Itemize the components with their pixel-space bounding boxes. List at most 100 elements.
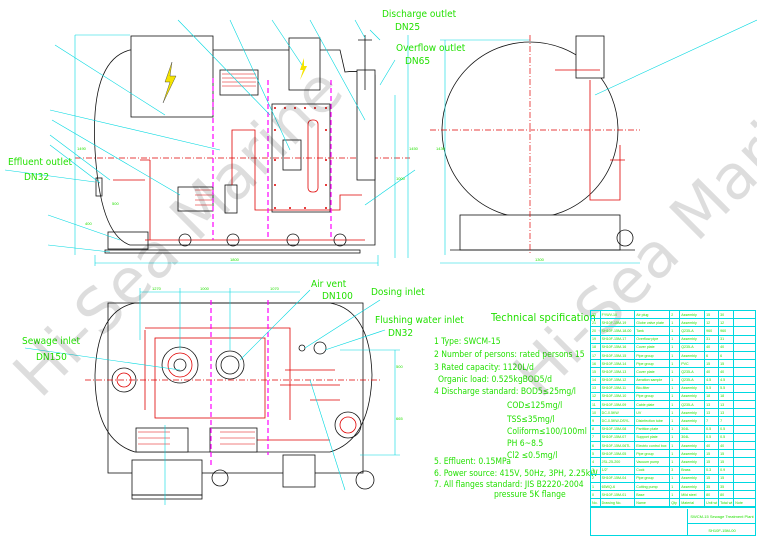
- parts-cell: 4: [590, 457, 601, 467]
- parts-cell: Q235-A: [679, 342, 706, 352]
- parts-cell: 80: [704, 490, 720, 500]
- side-view: 1300 1430: [430, 19, 757, 264]
- spec-line: 1 Type: SWCM-15: [434, 337, 501, 347]
- parts-cell: [733, 457, 756, 467]
- parts-cell: 13: [590, 383, 601, 393]
- parts-cell: 304L: [679, 432, 706, 443]
- parts-cell: Assembly: [679, 350, 706, 361]
- parts-cell: SH10F-15M-06TL: [599, 440, 636, 451]
- parts-cell: Bio-filter: [634, 383, 671, 393]
- parts-cell: [733, 350, 756, 361]
- parts-cell: 960: [704, 326, 720, 336]
- parts-cell: 0: [590, 490, 601, 500]
- parts-cell: 40: [718, 342, 735, 352]
- parts-cell: Assembly: [679, 457, 706, 467]
- parts-cell: Q235-A: [679, 375, 706, 385]
- label-effluent-outlet-dn: DN32: [24, 172, 49, 183]
- parts-cell: 13: [704, 400, 720, 410]
- parts-cell: 16: [590, 359, 601, 369]
- parts-cell: Brass: [679, 465, 706, 475]
- parts-cell: 1: [669, 416, 681, 426]
- parts-cell: SH10F-15M-18-00: [599, 326, 636, 336]
- parts-cell: 1: [669, 375, 681, 385]
- parts-cell: 11: [590, 400, 601, 410]
- label-overflow-outlet: Overflow outlet: [396, 43, 466, 54]
- spec-line: 5. Effluent: 0.15MPa: [434, 457, 511, 467]
- parts-cell: [733, 416, 756, 426]
- parts-cell: SH10F-15M-07: [599, 432, 636, 443]
- parts-cell: 1: [590, 481, 601, 492]
- parts-cell: Assembly: [679, 440, 706, 451]
- parts-cell: 21: [590, 318, 601, 328]
- parts-cell: 3: [590, 465, 601, 475]
- parts-cell: 0.5: [718, 432, 735, 443]
- dim-side-width: 1300: [535, 257, 545, 262]
- sight-glass: [307, 119, 319, 193]
- parts-cell: 4.5: [704, 375, 720, 385]
- parts-cell: Assembly: [679, 416, 706, 426]
- parts-cell: Assembly: [679, 408, 706, 418]
- parts-cell: 14: [590, 375, 601, 385]
- parts-cell: 40: [718, 367, 735, 377]
- parts-cell: Globe valve plate: [634, 318, 671, 328]
- parts-cell: 15: [704, 473, 720, 483]
- parts-cell: 15: [590, 367, 601, 377]
- top-cover: [154, 337, 266, 419]
- parts-cell: 1: [669, 490, 681, 500]
- parts-cell: 1: [669, 424, 681, 434]
- parts-cell: 18: [590, 342, 601, 352]
- plan-pump-box: [131, 459, 203, 496]
- drawing-number: SH10F-15M-00: [687, 524, 756, 536]
- parts-cell: SH10F-15M-05: [599, 449, 636, 459]
- label-flushing-water-inlet: Flushing water inlet: [375, 315, 464, 326]
- parts-cell: 1: [669, 318, 681, 328]
- parts-cell: UV: [634, 408, 671, 418]
- parts-cell: 8: [590, 424, 601, 434]
- parts-cell: Cock: [634, 465, 671, 475]
- parts-cell: 17: [590, 350, 601, 361]
- parts-cell: 1: [669, 350, 681, 361]
- parts-cell: 1: [669, 449, 681, 459]
- parts-cell: [733, 359, 756, 369]
- parts-cell: 0.9: [718, 465, 735, 475]
- parts-cell: FYWV-10: [599, 309, 636, 320]
- parts-cell: Assembly: [679, 391, 706, 402]
- parts-cell: Assembly: [679, 481, 706, 492]
- parts-cell: [733, 449, 756, 459]
- parts-cell: PVC: [679, 359, 706, 369]
- parts-cell: Assembly: [679, 473, 706, 483]
- label-discharge-outlet: Discharge outlet: [382, 9, 457, 20]
- spec-line: 2 Number of persons: rated persons 15: [434, 350, 585, 360]
- parts-cell: DC-0.5KW: [599, 408, 636, 418]
- parts-cell: Tank: [634, 326, 671, 336]
- plan-motor-2: [209, 427, 258, 453]
- plan-motor-1: [135, 427, 189, 453]
- dim-front-length: 1800: [230, 257, 240, 262]
- parts-cell: Base: [634, 490, 671, 500]
- label-discharge-outlet-dn: DN25: [395, 22, 420, 33]
- parts-cell: [733, 375, 756, 385]
- parts-cell: Overflow pipe: [634, 334, 671, 344]
- spec-line: Organic load: 0.525kgBOD5/d: [438, 375, 552, 385]
- front-view: 1800 1490 1450 1000 400 500: [4, 19, 419, 266]
- spec-line: Coliform≤100/100ml: [507, 427, 587, 437]
- parts-cell: 1: [669, 383, 681, 393]
- parts-cell: 80: [718, 490, 735, 500]
- parts-cell: [733, 309, 756, 320]
- label-air-vent-dn: DN100: [322, 291, 353, 302]
- parts-cell: [733, 490, 756, 500]
- parts-cell: 12: [704, 318, 720, 328]
- parts-cell: 1: [669, 334, 681, 344]
- parts-cell: 2: [669, 309, 681, 320]
